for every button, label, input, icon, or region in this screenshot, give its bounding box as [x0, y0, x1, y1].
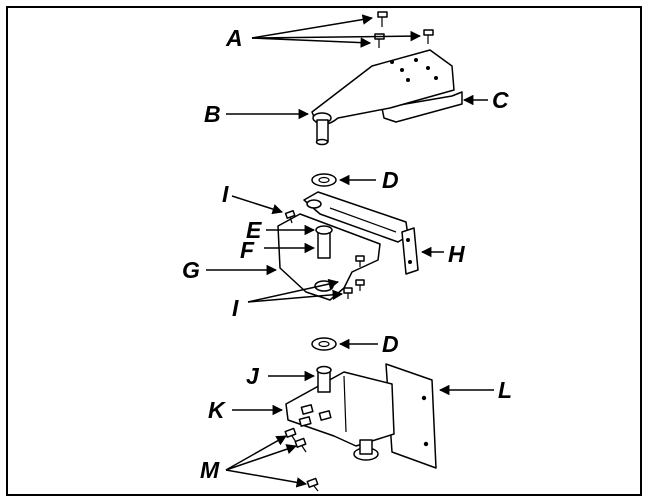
screw-m-1	[284, 427, 297, 443]
label-j: J	[246, 363, 259, 389]
hinge-plate-b	[311, 49, 455, 146]
bracket-h	[303, 191, 419, 275]
label-c: C	[492, 87, 509, 113]
pin-f	[315, 225, 333, 259]
label-l: L	[498, 377, 513, 403]
screw-a-1	[377, 11, 388, 27]
label-e: E	[246, 217, 262, 243]
screw-i-1	[355, 255, 365, 267]
shim-plate-c	[381, 91, 463, 123]
screw-m-2	[294, 437, 307, 453]
label-f: F	[240, 237, 255, 263]
label-h: H	[448, 241, 465, 267]
label-d-lower: D	[382, 331, 399, 357]
screw-a-2	[423, 29, 434, 44]
label-d-upper: D	[382, 167, 399, 193]
pin-j	[316, 365, 332, 393]
label-k: K	[208, 397, 225, 423]
label-g: G	[182, 257, 200, 283]
screw-e	[284, 210, 296, 224]
screw-i-2	[355, 279, 365, 291]
label-m: M	[200, 457, 220, 483]
label-b: B	[204, 101, 221, 127]
screw-m-3	[306, 477, 319, 492]
base-bracket-k	[285, 371, 395, 461]
label-a: A	[226, 25, 243, 51]
screw-i-3	[343, 287, 353, 299]
washer-d-upper	[311, 173, 337, 187]
label-i-lower: I	[232, 295, 239, 321]
washer-d-lower	[311, 337, 337, 351]
label-i-upper: I	[222, 181, 229, 207]
